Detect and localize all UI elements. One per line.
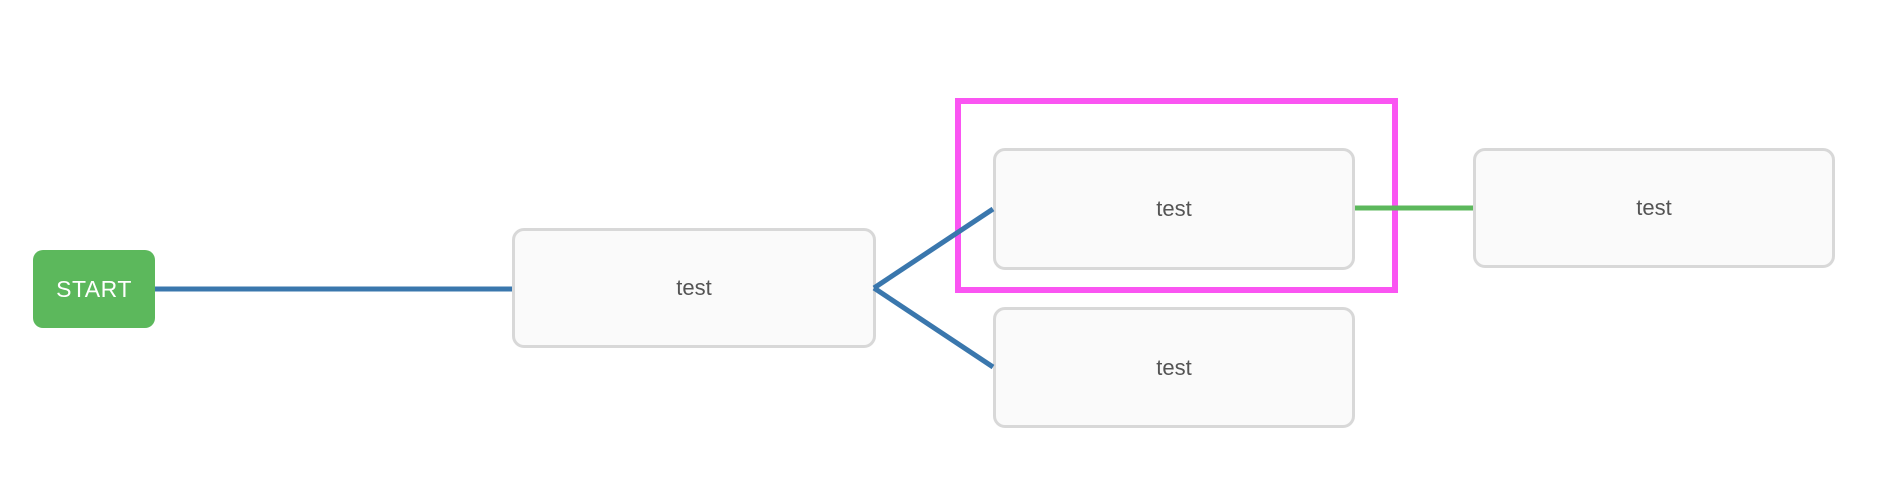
node-start-label: START [56,275,132,302]
connector-test1-to-test3 [872,285,995,370]
node-test-2-selected[interactable]: test [993,148,1355,270]
selection-highlight [955,98,1398,293]
node-start[interactable]: START [33,250,155,328]
node-test-4[interactable]: test [1473,148,1835,268]
node-test-1-label: test [676,275,712,300]
node-test-3[interactable]: test [993,307,1355,428]
node-test-3-label: test [1156,354,1192,380]
node-test-1[interactable]: test [512,228,876,348]
node-test-4-label: test [1636,195,1672,220]
node-test-2-label: test [1156,196,1192,221]
